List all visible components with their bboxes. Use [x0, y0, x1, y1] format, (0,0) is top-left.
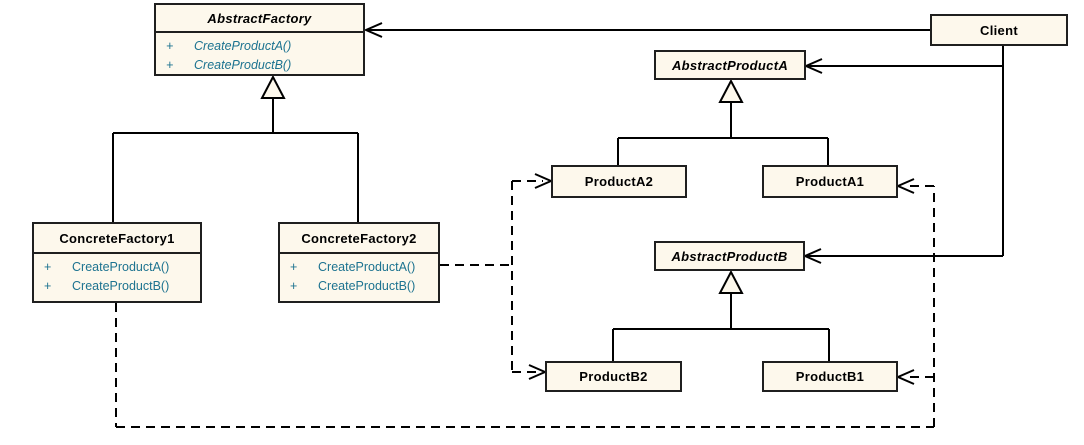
class-product-a2[interactable]: ProductA2	[551, 165, 687, 198]
class-client[interactable]: Client	[930, 14, 1068, 46]
method-list: + CreateProductA() + CreateProductB()	[156, 33, 363, 75]
dependency-link-concretefactory2	[440, 173, 554, 380]
method-list: + CreateProductA() + CreateProductB()	[280, 254, 438, 296]
class-title: ProductB1	[795, 369, 865, 384]
method-create-product-b: + CreateProductB()	[44, 279, 170, 293]
class-title: ConcreteFactory2	[280, 224, 438, 254]
generalization-link-products-b	[612, 269, 830, 361]
class-title: ConcreteFactory1	[34, 224, 200, 254]
class-title: AbstractProductA	[671, 57, 789, 73]
method-create-product-b: + CreateProductB()	[290, 279, 416, 293]
class-abstract-product-b[interactable]: AbstractProductB	[654, 241, 805, 271]
method-create-product-b: + CreateProductB()	[166, 58, 292, 72]
class-title: AbstractFactory	[156, 5, 363, 33]
generalization-link-factories	[112, 74, 359, 222]
association-link-client-abstractfactory	[363, 22, 930, 38]
class-title: Client	[980, 22, 1018, 38]
class-product-a1[interactable]: ProductA1	[762, 165, 898, 198]
method-create-product-a: + CreateProductA()	[166, 39, 292, 53]
open-arrowhead-icon	[895, 369, 915, 385]
class-title: ProductA2	[584, 174, 654, 189]
hollow-triangle-icon	[260, 74, 286, 99]
class-product-b2[interactable]: ProductB2	[545, 361, 682, 392]
class-product-b1[interactable]: ProductB1	[762, 361, 898, 392]
open-arrowhead-icon	[363, 22, 383, 38]
method-create-product-a: + CreateProductA()	[290, 260, 416, 274]
association-link-client-abstractproducts	[802, 46, 1004, 264]
class-title: ProductA1	[795, 174, 865, 189]
method-list: + CreateProductA() + CreateProductB()	[34, 254, 200, 296]
open-arrowhead-icon	[802, 248, 822, 264]
class-title: AbstractProductB	[671, 248, 788, 264]
method-create-product-a: + CreateProductA()	[44, 260, 170, 274]
class-title: ProductB2	[579, 369, 648, 384]
open-arrowhead-icon	[895, 178, 915, 194]
hollow-triangle-icon	[718, 78, 744, 103]
class-concrete-factory-2[interactable]: ConcreteFactory2 + CreateProductA() + Cr…	[278, 222, 440, 303]
class-abstract-factory[interactable]: AbstractFactory + CreateProductA() + Cre…	[154, 3, 365, 76]
open-arrowhead-icon	[803, 58, 823, 74]
class-concrete-factory-1[interactable]: ConcreteFactory1 + CreateProductA() + Cr…	[32, 222, 202, 303]
dependency-link-concretefactory1	[115, 178, 935, 428]
hollow-triangle-icon	[718, 269, 744, 294]
generalization-link-products-a	[617, 78, 829, 165]
class-abstract-product-a[interactable]: AbstractProductA	[654, 50, 806, 80]
